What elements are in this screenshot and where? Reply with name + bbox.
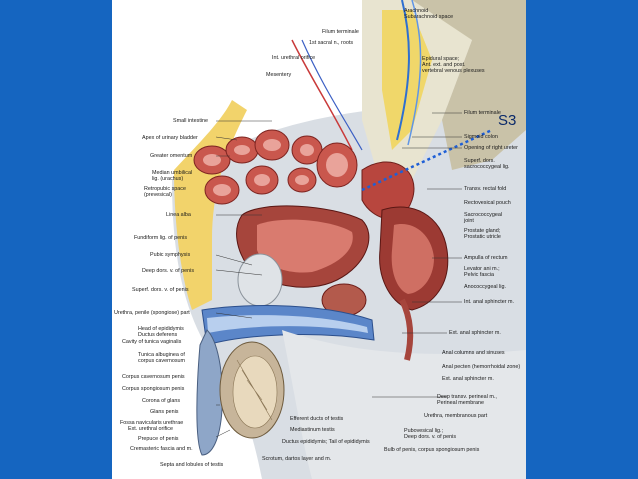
- label-int-anal-sphincter: Int. anal sphincter m.: [464, 299, 515, 305]
- label-septa-lobules-testis: Septa and lobules of testis: [160, 462, 224, 468]
- label-urethra-penile: Urethra, penile (spongiose) part: [114, 310, 190, 316]
- s3-annotation-label: S3: [498, 112, 517, 129]
- label-corpus-cavernosum: corpus cavernosum: [138, 358, 186, 364]
- label-urachus: lig. (urachus): [152, 176, 184, 182]
- label-pubic-symphysis: Pubic symphysis: [150, 252, 191, 258]
- label-anal-pecten: Anal pecten (hemorrhoidal zone): [442, 364, 521, 370]
- label-superf-dors: Superf. dors.: [464, 158, 495, 164]
- label-deep-transv-perineal: Deep transv. perineal m.,: [437, 394, 497, 400]
- label-linea-alba: Linea alba: [166, 212, 191, 218]
- label-sacrococcygeal-lig: sacrococcygeal lig.: [464, 164, 510, 170]
- label-levator-ani: Levator ani m.;: [464, 266, 500, 272]
- label-ductus-epididymis: Ductus epididymis; Tail of epididymis: [282, 439, 370, 445]
- label-corpus-spongiosum-penis: Corpus spongiosum penis: [122, 386, 185, 392]
- label-corona-glans: Corona of glans: [142, 398, 181, 404]
- label-ext-anal-sphincter-1: Ext. anal sphincter m.: [449, 330, 501, 336]
- label-pelvic-fascia: Pelvic fascia: [464, 272, 494, 278]
- label-sigmoid-colon: Sigmoid colon: [464, 134, 498, 140]
- label-deep-dors-v: Deep dors. v. of penis: [142, 268, 195, 274]
- label-corpus-cavernosum-penis: Corpus cavernosum penis: [122, 374, 185, 380]
- sagittal-pelvis-illustration: [172, 0, 526, 479]
- label-transv-rectal-fold: Transv. rectal fold: [464, 186, 507, 192]
- label-bulb-of-penis: Bulb of penis, corpus spongiosum penis: [384, 447, 480, 453]
- label-head-epididymis: Head of epididymis: [138, 326, 184, 332]
- label-mediastinum-testis: Mediastinum testis: [290, 427, 335, 433]
- label-perineal-membrane: Perineal membrane: [437, 400, 485, 406]
- label-anal-columns: Anal columns and sinuses: [442, 350, 505, 356]
- label-deep-dors-v-penis: Deep dors. v. of penis: [404, 434, 457, 440]
- label-sacrococcygeal: Sacrococcygeal: [464, 212, 503, 218]
- label-ext-anal-sphincter-2: Ext. anal sphincter m.: [442, 376, 494, 382]
- label-int-urethral-orifice: Int. urethral orifice: [272, 55, 316, 61]
- label-prepuce: Prepuce of penis: [138, 436, 179, 442]
- label-epidural-space: Epidural space;: [422, 56, 460, 62]
- label-fundiform-lig: Fundiform lig. of penis: [134, 235, 188, 241]
- label-prevesical: (prevesical): [144, 192, 172, 198]
- label-mesentery: Mesentery: [266, 72, 292, 78]
- label-1st-sacral-n: 1st sacral n., roots: [309, 40, 354, 46]
- label-rectovesical-pouch: Rectovesical pouch: [464, 200, 511, 206]
- label-anococcygeal-lig: Anococcygeal lig.: [464, 284, 506, 290]
- label-scrotum-dartos: Scrotum, dartos layer and m.: [262, 456, 332, 462]
- label-cremasteric-fascia: Cremasteric fascia and m.: [130, 446, 193, 452]
- label-glans-penis: Glans penis: [150, 409, 179, 415]
- label-joint: joint: [464, 218, 474, 224]
- label-superf-dors-v: Superf. dors. v. of penis: [132, 287, 189, 293]
- label-cavity-tunica-vaginalis: Cavity of tunica vaginalis: [122, 339, 182, 345]
- label-arachnoid: Arachnoid: [404, 8, 429, 14]
- label-prostatic-utricle: Prostatic utricle: [464, 234, 501, 240]
- label-vertebral-venous-plexuses: vertebral venous plexuses: [422, 68, 485, 74]
- label-ext-urethral-orifice: Ext. urethral orifice: [128, 426, 173, 432]
- label-tunica-albuginea: Tunica albuginea of: [138, 352, 185, 358]
- label-ductus-deferens: Ductus deferens: [138, 332, 178, 338]
- label-greater-omentum: Greater omentum: [150, 153, 193, 159]
- label-filum-terminale-top: Filum terminale: [322, 29, 359, 35]
- label-pubovesical-lig: Pubovesical lig.;: [404, 428, 443, 434]
- label-filum-terminale-right: Filum terminale: [464, 110, 501, 116]
- label-retropubic-space: Retropubic space: [144, 186, 186, 192]
- label-apex-urinary-bladder: Apex of urinary bladder: [142, 135, 198, 141]
- label-median-umbilical: Median umbilical: [152, 170, 193, 176]
- label-small-intestine: Small intestine: [173, 118, 209, 124]
- label-opening-right-ureter: Opening of right ureter: [464, 145, 518, 151]
- label-ampulla-rectum: Ampulla of rectum: [464, 255, 508, 261]
- label-ant-ext-post: Ant. ext. and post.: [422, 62, 466, 68]
- anatomy-plate: Arachnoid Subarachnoid space Filum termi…: [112, 0, 526, 479]
- label-efferent-ducts: Efferent ducts of testis: [290, 416, 344, 422]
- label-subarachnoid-space: Subarachnoid space: [404, 14, 454, 20]
- label-fossa-navicularis: Fossa navicularis urethrae: [120, 420, 184, 426]
- label-prostate-gland: Prostate gland;: [464, 228, 501, 234]
- label-urethra-membranous: Urethra, membranous part: [424, 413, 488, 419]
